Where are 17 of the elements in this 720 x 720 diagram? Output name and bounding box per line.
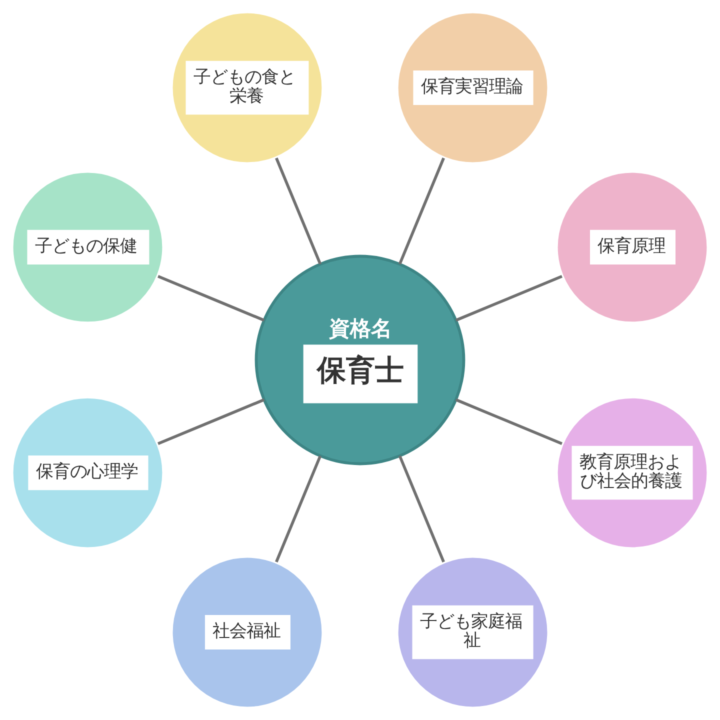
connector — [398, 455, 445, 562]
connector — [275, 158, 322, 265]
connector — [455, 398, 562, 445]
node-circle: 資格名 保育士 — [254, 254, 466, 466]
node-circle: 教育原理および社会的養護 — [554, 395, 710, 550]
node-circle: 保育原理 — [554, 170, 710, 325]
node-circle: 子どもの保健 — [10, 170, 166, 325]
node-circle: 社会福祉 — [170, 554, 325, 710]
connector — [158, 398, 265, 445]
connector — [275, 455, 322, 562]
node-circle: 保育の心理学 — [10, 395, 166, 550]
connector — [398, 158, 445, 265]
node-circle: 子どもの食と栄養 — [170, 10, 325, 166]
connector — [158, 275, 265, 322]
node-circle: 保育実習理論 — [395, 10, 550, 166]
node-circle: 子ども家庭福祉 — [395, 554, 550, 710]
connector — [455, 275, 562, 322]
